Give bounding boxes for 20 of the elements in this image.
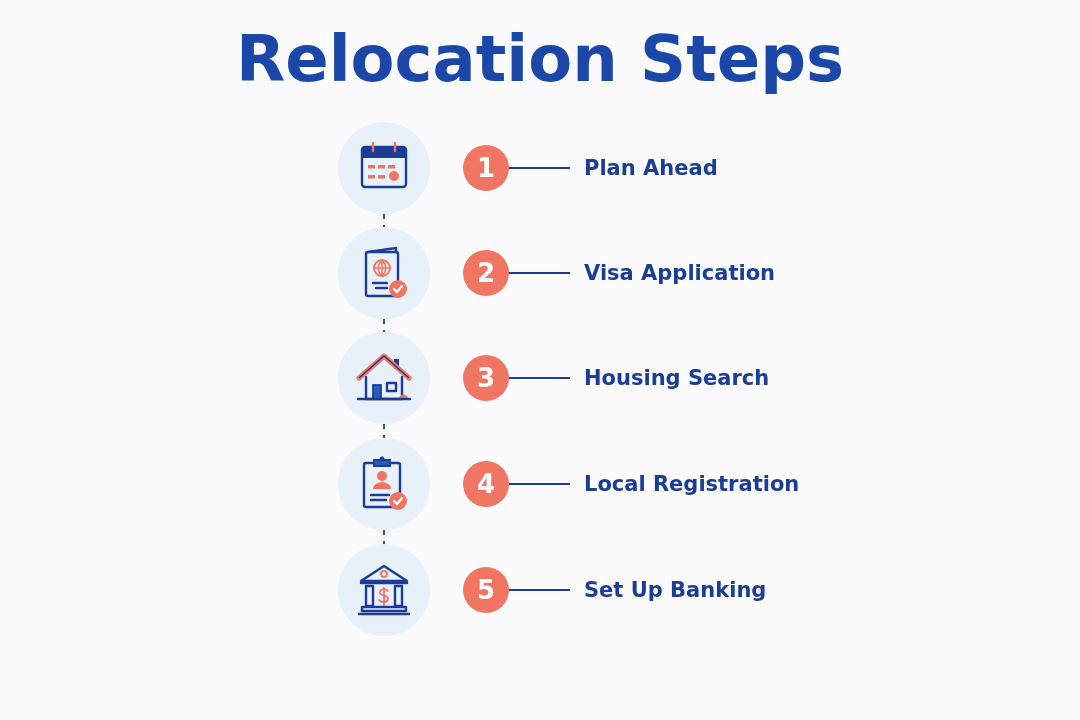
step-label: Visa Application xyxy=(570,259,775,287)
connector-line xyxy=(508,167,571,169)
step-number: 4 xyxy=(463,461,509,507)
step-label: Plan Ahead xyxy=(570,154,718,182)
title: Relocation Steps xyxy=(234,22,846,96)
step-number: 5 xyxy=(463,567,509,613)
connector-line xyxy=(508,483,571,485)
step-number: 3 xyxy=(463,355,509,401)
dashed-connector xyxy=(383,423,385,439)
step-number: 1 xyxy=(463,145,509,191)
dashed-connector xyxy=(383,529,385,545)
step-number: 2 xyxy=(463,250,509,296)
connector-line xyxy=(508,272,571,274)
dashed-connector xyxy=(383,318,385,333)
step-label: Set Up Banking xyxy=(570,576,767,604)
connector-line xyxy=(508,589,571,591)
dashed-connector xyxy=(383,213,385,228)
step-label: Local Registration xyxy=(570,470,800,498)
step-label: Housing Search xyxy=(570,364,770,392)
connector-line xyxy=(508,377,571,379)
